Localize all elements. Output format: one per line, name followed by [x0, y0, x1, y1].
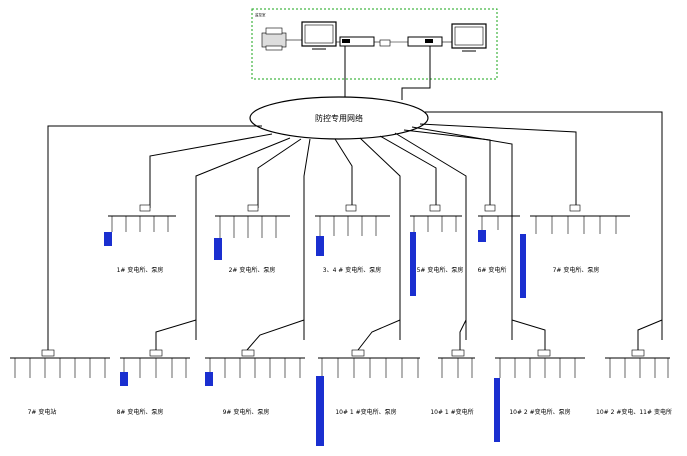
upper-station-label-6: 7# 变电所、泵房 [553, 266, 600, 274]
upper-station-label-1: 1# 变电所、泵房 [117, 266, 164, 274]
upper-station-label-5: 6# 变电所 [478, 266, 507, 274]
lower-station-label-6: 10# 2 #变电所、泵房 [509, 408, 570, 416]
server-unit-right [407, 36, 443, 47]
upper-bus-s5 [478, 204, 520, 242]
lower-station-label-5: 10# 1 #变电所 [430, 408, 473, 416]
monitor-icon-right [451, 23, 487, 52]
lower-station-label-2: 8# 变电所、泵房 [117, 408, 164, 416]
lower-bus-l6 [494, 349, 585, 442]
lower-bus-l1 [10, 349, 110, 378]
lower-station-label-1: 7# 变电站 [28, 408, 57, 416]
feeders-lower [47, 319, 663, 351]
network-cloud [249, 96, 429, 140]
monitor-room-box [251, 8, 498, 80]
lower-bus-l2 [120, 349, 190, 386]
upper-bus-s4 [410, 204, 462, 296]
lower-station-label-4: 10# 1 #变电所、泵房 [335, 408, 396, 416]
monitor-icon-left [301, 21, 337, 50]
lower-bus-l7 [605, 349, 670, 378]
upper-station-label-3: 3、4 # 变电所、泵房 [323, 266, 381, 274]
printer-icon [261, 27, 287, 51]
upper-station-label-4: 5# 变电所、泵房 [417, 266, 464, 274]
lower-station-label-7: 10# 2 #变电、11# 变电所 [596, 408, 672, 416]
lower-station-label-3: 9# 变电所、泵房 [223, 408, 270, 416]
server-unit-left [339, 36, 375, 47]
network-cloud-label: 防控专用网络 [315, 113, 363, 123]
lower-bus-l3 [205, 349, 305, 386]
upper-station-label-2: 2# 变电所、泵房 [229, 266, 276, 274]
upper-bus-s2 [214, 204, 290, 260]
lower-bus-l5 [438, 349, 475, 378]
lower-bus-l4 [316, 349, 420, 446]
feeders-upper [47, 111, 663, 340]
upper-bus-s6 [520, 204, 630, 298]
monitor-room-title: 监控室 [255, 12, 266, 17]
upper-bus-s3 [315, 204, 390, 256]
upper-bus-s1 [104, 204, 176, 246]
switch-box [379, 39, 391, 47]
